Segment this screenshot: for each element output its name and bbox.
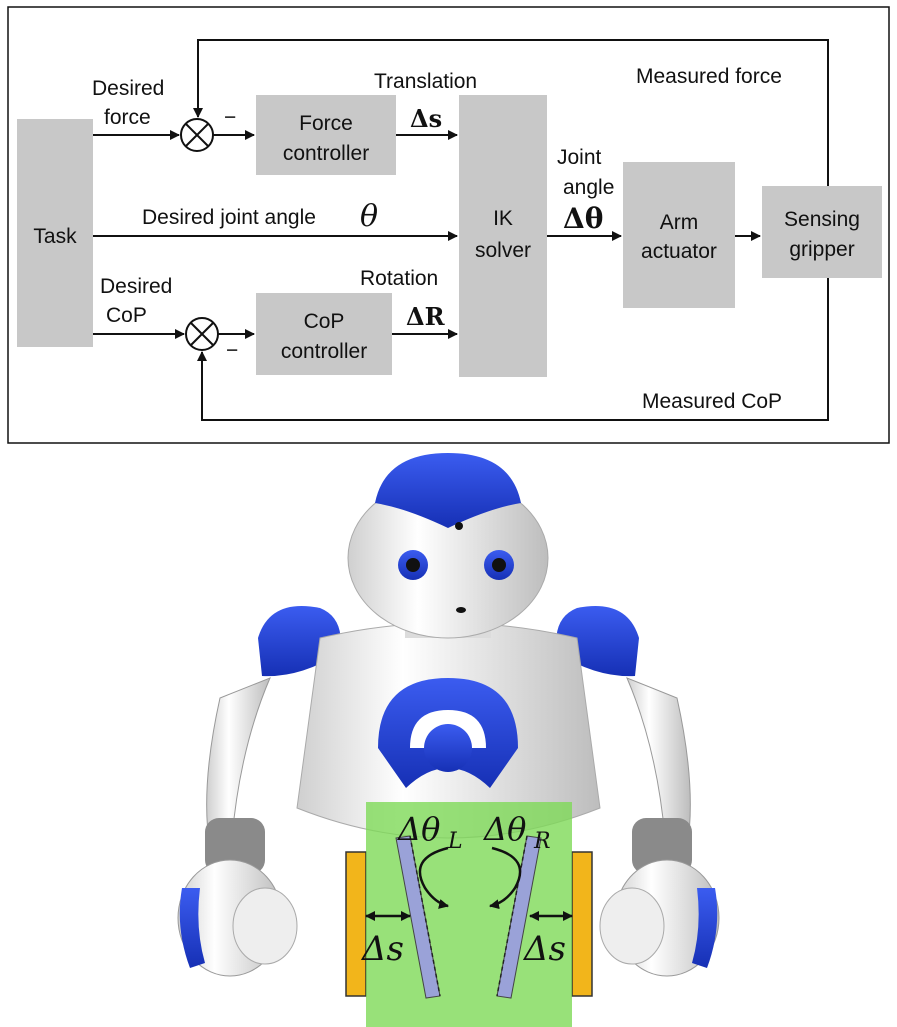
cop-minus-sign: −: [226, 339, 238, 362]
delta-theta-r-label: Δθ: [482, 810, 526, 848]
desired-force-label-1: Desired: [92, 77, 164, 100]
delta-theta-r-subscript: R: [533, 829, 551, 854]
chest-button: [424, 724, 472, 772]
task-label: Task: [33, 225, 77, 248]
arm-actuator-label-2: actuator: [641, 240, 717, 263]
force-controller-block: Force controller: [256, 95, 396, 175]
theta-symbol: θ: [360, 199, 378, 234]
robot-illustration: Δθ L Δθ R Δs Δs: [177, 453, 720, 1027]
sensing-gripper-label-2: gripper: [789, 238, 854, 261]
right-contact-plate: [496, 835, 542, 999]
signal-lines: [93, 39, 829, 421]
delta-theta-l-label: Δθ: [396, 810, 440, 848]
forehead-sensor: [455, 522, 463, 530]
sensing-gripper-label-1: Sensing: [784, 208, 860, 231]
desired-cop-label-2: CoP: [106, 304, 147, 327]
left-gripper-pad: [345, 851, 367, 997]
arm-actuator-label-1: Arm: [660, 211, 699, 234]
measured-cop-label: Measured CoP: [642, 390, 782, 413]
rotation-label: Rotation: [360, 267, 438, 290]
left-arm: [177, 677, 298, 977]
desired-joint-angle-label: Desired joint angle: [142, 206, 316, 229]
arm-actuator-block: Arm actuator: [623, 162, 735, 308]
torso: [296, 622, 601, 839]
delta-s-label: Δs: [410, 104, 442, 133]
joint-angle-label-2: angle: [563, 176, 614, 199]
cop-controller-label-1: CoP: [304, 310, 345, 333]
rotation-arrows: [418, 846, 522, 910]
delta-theta-label: Δθ: [563, 202, 603, 235]
desired-force-label-2: force: [104, 106, 151, 129]
force-controller-label-1: Force: [299, 112, 353, 135]
force-controller-label-2: controller: [283, 142, 369, 165]
force-summing-junction: [180, 118, 214, 152]
diagram-frame: [7, 6, 890, 444]
joint-angle-label-1: Joint: [557, 146, 602, 169]
cop-controller-block: CoP controller: [256, 293, 392, 375]
delta-s-right-label: Δs: [522, 929, 566, 969]
control-block-diagram: Task Force controller CoP controller IK …: [7, 6, 890, 444]
right-gripper-pad: [571, 851, 593, 997]
mouth: [456, 607, 466, 613]
cop-controller-label-2: controller: [281, 340, 367, 363]
ik-solver-label-2: solver: [475, 239, 531, 262]
ik-solver-block: IK solver: [459, 95, 547, 377]
measured-force-label: Measured force: [636, 65, 782, 88]
ik-solver-label-1: IK: [493, 207, 513, 230]
task-block: Task: [17, 119, 93, 347]
right-arm: [599, 677, 720, 977]
sensing-gripper-block: Sensing gripper: [762, 186, 882, 278]
cop-summing-junction: [185, 317, 219, 351]
desired-cop-label-1: Desired: [100, 275, 172, 298]
delta-theta-l-subscript: L: [447, 829, 463, 854]
delta-s-left-label: Δs: [360, 929, 404, 969]
robot-head: [347, 453, 549, 639]
left-contact-plate: [395, 835, 441, 999]
delta-r-label: ΔR: [406, 302, 446, 331]
translation-label: Translation: [374, 70, 477, 93]
force-minus-sign: −: [224, 106, 236, 129]
